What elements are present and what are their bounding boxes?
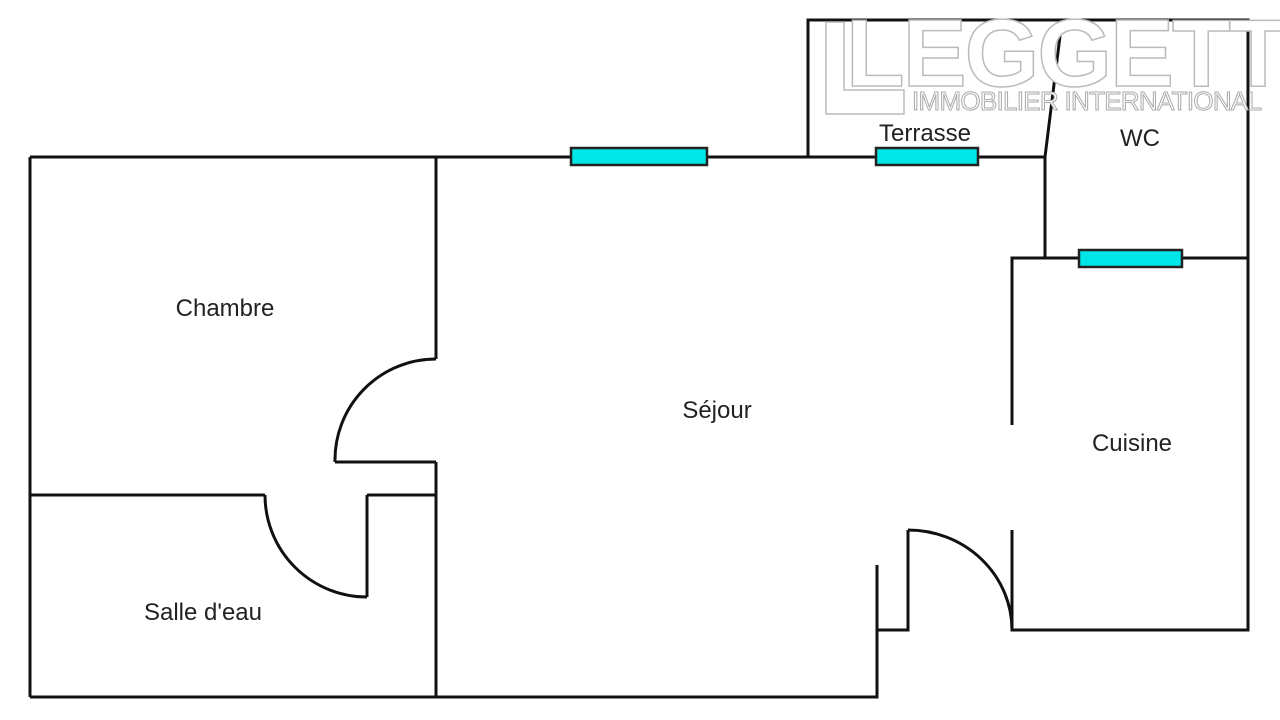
wall-entry: [877, 530, 910, 632]
label-cuisine: Cuisine: [1092, 430, 1172, 457]
door-entry: [907, 528, 1014, 631]
room-labels: Chambre Séjour Cuisine Salle d'eau WC Te…: [144, 120, 1172, 626]
window-sejour-2: [874, 146, 980, 167]
door-chambre: [333, 357, 437, 464]
logo-tagline: IMMOBILIER INTERNATIONAL: [912, 86, 1262, 116]
window-sejour-1: [569, 146, 709, 167]
logo-name: LEGGETT: [846, 0, 1280, 107]
label-terrasse: Terrasse: [879, 120, 971, 147]
walls: [28, 18, 1250, 699]
leggett-logo-watermark: LEGGETT IMMOBILIER INTERNATIONAL: [825, 0, 1280, 117]
door-salle-deau: [263, 494, 369, 599]
label-salle-deau: Salle d'eau: [144, 599, 262, 626]
window-cuisine: [1077, 248, 1184, 269]
wall-bottom: [30, 565, 879, 699]
label-wc: WC: [1120, 125, 1160, 152]
label-sejour: Séjour: [682, 397, 751, 424]
label-chambre: Chambre: [176, 295, 275, 322]
wall-wc: [1043, 19, 1064, 258]
windows: [569, 146, 1184, 269]
